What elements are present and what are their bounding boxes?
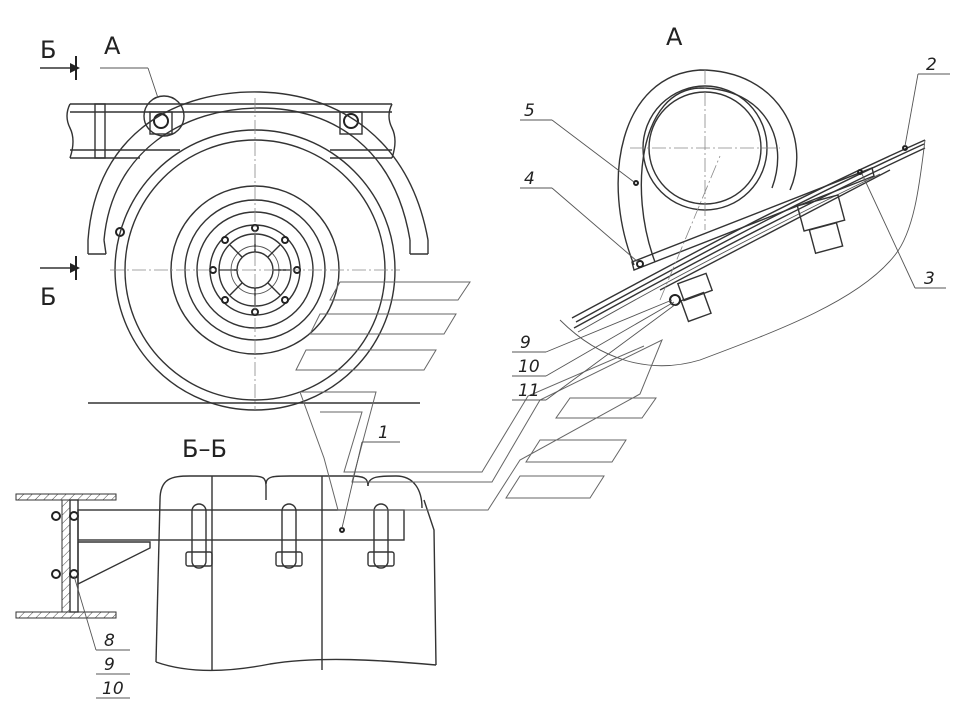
u-bolt-1: [185, 503, 213, 569]
leader-lines: [73, 73, 950, 699]
callout-10-detail: 10: [518, 357, 540, 377]
fender: [87, 91, 429, 255]
section-arrow-label-top: Б: [40, 36, 56, 64]
callout-1: 1: [378, 423, 389, 443]
u-bolt-2: [275, 503, 303, 569]
u-bolt-3: [367, 503, 395, 569]
detail-callout-label: А: [104, 32, 121, 60]
callout-10-section: 10: [102, 679, 124, 699]
callout-9-detail: 9: [520, 333, 531, 353]
detail-view-title: А: [666, 23, 683, 51]
nut-left: [669, 272, 714, 323]
detail-view-a: [559, 69, 926, 367]
i-beam: [15, 493, 117, 619]
callout-9-section: 9: [104, 655, 115, 675]
callout-3: 3: [924, 269, 935, 289]
main-view: [40, 56, 429, 411]
callout-5: 5: [524, 101, 535, 121]
callout-2: 2: [926, 55, 937, 75]
section-view-title: Б–Б: [182, 435, 227, 463]
callout-4: 4: [524, 169, 535, 189]
frame-beam: [66, 103, 396, 159]
section-arrow-bottom: [40, 256, 80, 280]
section-arrow-label-bottom: Б: [40, 283, 56, 311]
callout-11-detail: 11: [518, 381, 540, 401]
callout-8-section: 8: [104, 631, 115, 651]
watermark: [295, 281, 663, 511]
section-arrow-top: [40, 56, 80, 80]
nut-right: [796, 194, 846, 255]
section-view-bb: [15, 475, 437, 672]
